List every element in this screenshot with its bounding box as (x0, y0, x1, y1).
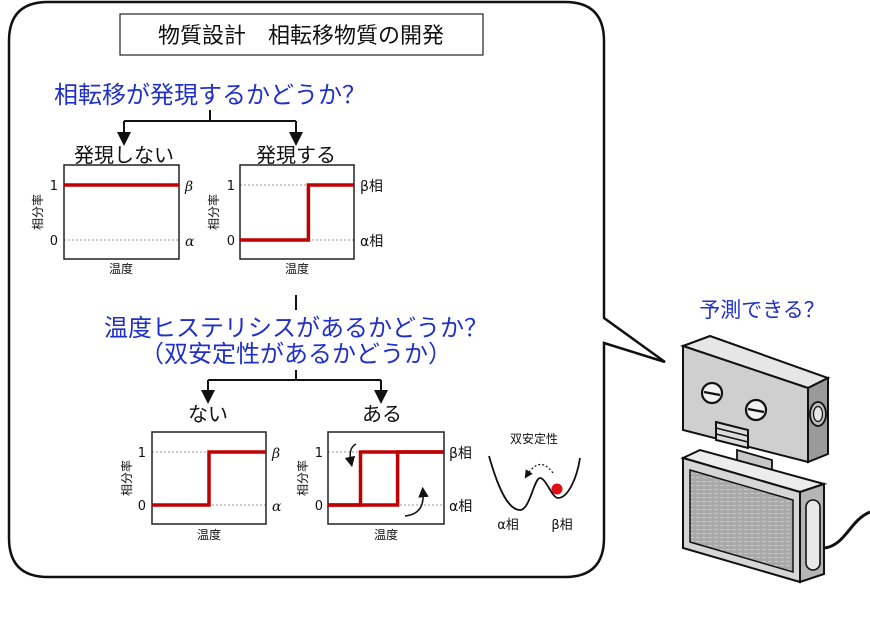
phase-curve (152, 450, 266, 507)
heating-arrow-icon (404, 486, 429, 517)
robot-face (682, 344, 809, 464)
right-label-bottom: α (185, 234, 195, 250)
plot-frame (239, 164, 355, 260)
y-tick-0: 0 (227, 234, 235, 249)
plot-frame (151, 431, 267, 525)
title-text: 物質設計 相転移物質の開発 (158, 24, 444, 49)
y-axis-label: 相分率 (30, 194, 45, 230)
y-tick-1: 1 (138, 446, 146, 461)
x-axis-label: 温度 (374, 527, 398, 542)
bistability-title: 双安定性 (510, 431, 558, 446)
plot-frame (327, 431, 445, 525)
right-label-top: β相 (449, 446, 472, 462)
y-tick-1: 1 (227, 179, 235, 194)
state-ball (551, 483, 563, 495)
robot-screen (689, 469, 794, 573)
speech-bubble (7, 0, 666, 579)
chart-no-hysteresis: ない 1 0 相分率 温度 β α (119, 402, 282, 542)
branch-1 (124, 110, 296, 122)
right-label-top: β (184, 179, 193, 195)
alpha-phase-label: α相 (497, 518, 519, 533)
y-tick-0: 0 (315, 499, 323, 514)
heading-hysteresis: ある (362, 402, 402, 426)
right-label-bottom: α (272, 499, 282, 515)
robot-ear-inner (812, 405, 824, 423)
cooling-arrow-icon (344, 443, 357, 468)
y-axis-label: 相分率 (295, 460, 310, 496)
question-2-line2: （双安定性があるかどうか） (140, 340, 452, 368)
right-label-top: β (271, 446, 280, 462)
title-box (119, 13, 484, 56)
robot (679, 334, 870, 584)
y-tick-0: 0 (138, 499, 146, 514)
transition-arrow-icon (524, 463, 554, 479)
cooling-curve (328, 450, 444, 507)
x-axis-label: 温度 (285, 261, 309, 276)
y-axis-label: 相分率 (119, 460, 134, 496)
heading-no-hysteresis: ない (188, 402, 228, 426)
robot-side-knob (805, 499, 821, 571)
bistability-inset: 双安定性 α相 β相 (488, 431, 581, 533)
double-well-curve (488, 455, 581, 511)
heading-no-transition: 発現しない (74, 143, 174, 167)
branch-2 (208, 370, 381, 381)
right-label-bottom: α相 (360, 234, 383, 250)
question-2-line1: 温度ヒステリシスがあるかどうか？ (104, 314, 488, 342)
x-axis-label: 温度 (197, 527, 221, 542)
chart-hysteresis: ある 1 0 相分率 温度 β相 α相 (295, 402, 472, 542)
y-tick-1: 1 (50, 179, 58, 194)
robot-question: 予測できる？ (699, 298, 825, 322)
right-label-top: β相 (360, 179, 383, 195)
y-tick-1: 1 (315, 446, 323, 461)
chart-transition: 発現する 1 0 相分率 温度 β相 α相 (206, 143, 383, 276)
right-label-bottom: α相 (449, 499, 472, 515)
chart-no-transition: 発現しない 1 0 相分率 温度 β α (30, 143, 195, 276)
x-axis-label: 温度 (109, 261, 133, 276)
y-tick-0: 0 (50, 234, 58, 249)
phase-curve (240, 183, 354, 242)
plot-frame (63, 164, 180, 260)
beta-phase-label: β相 (551, 518, 572, 533)
robot-cable (823, 510, 870, 550)
question-1: 相転移が発現するかどうか？ (54, 81, 366, 109)
y-axis-label: 相分率 (206, 194, 221, 230)
heading-transition: 発現する (256, 143, 336, 167)
